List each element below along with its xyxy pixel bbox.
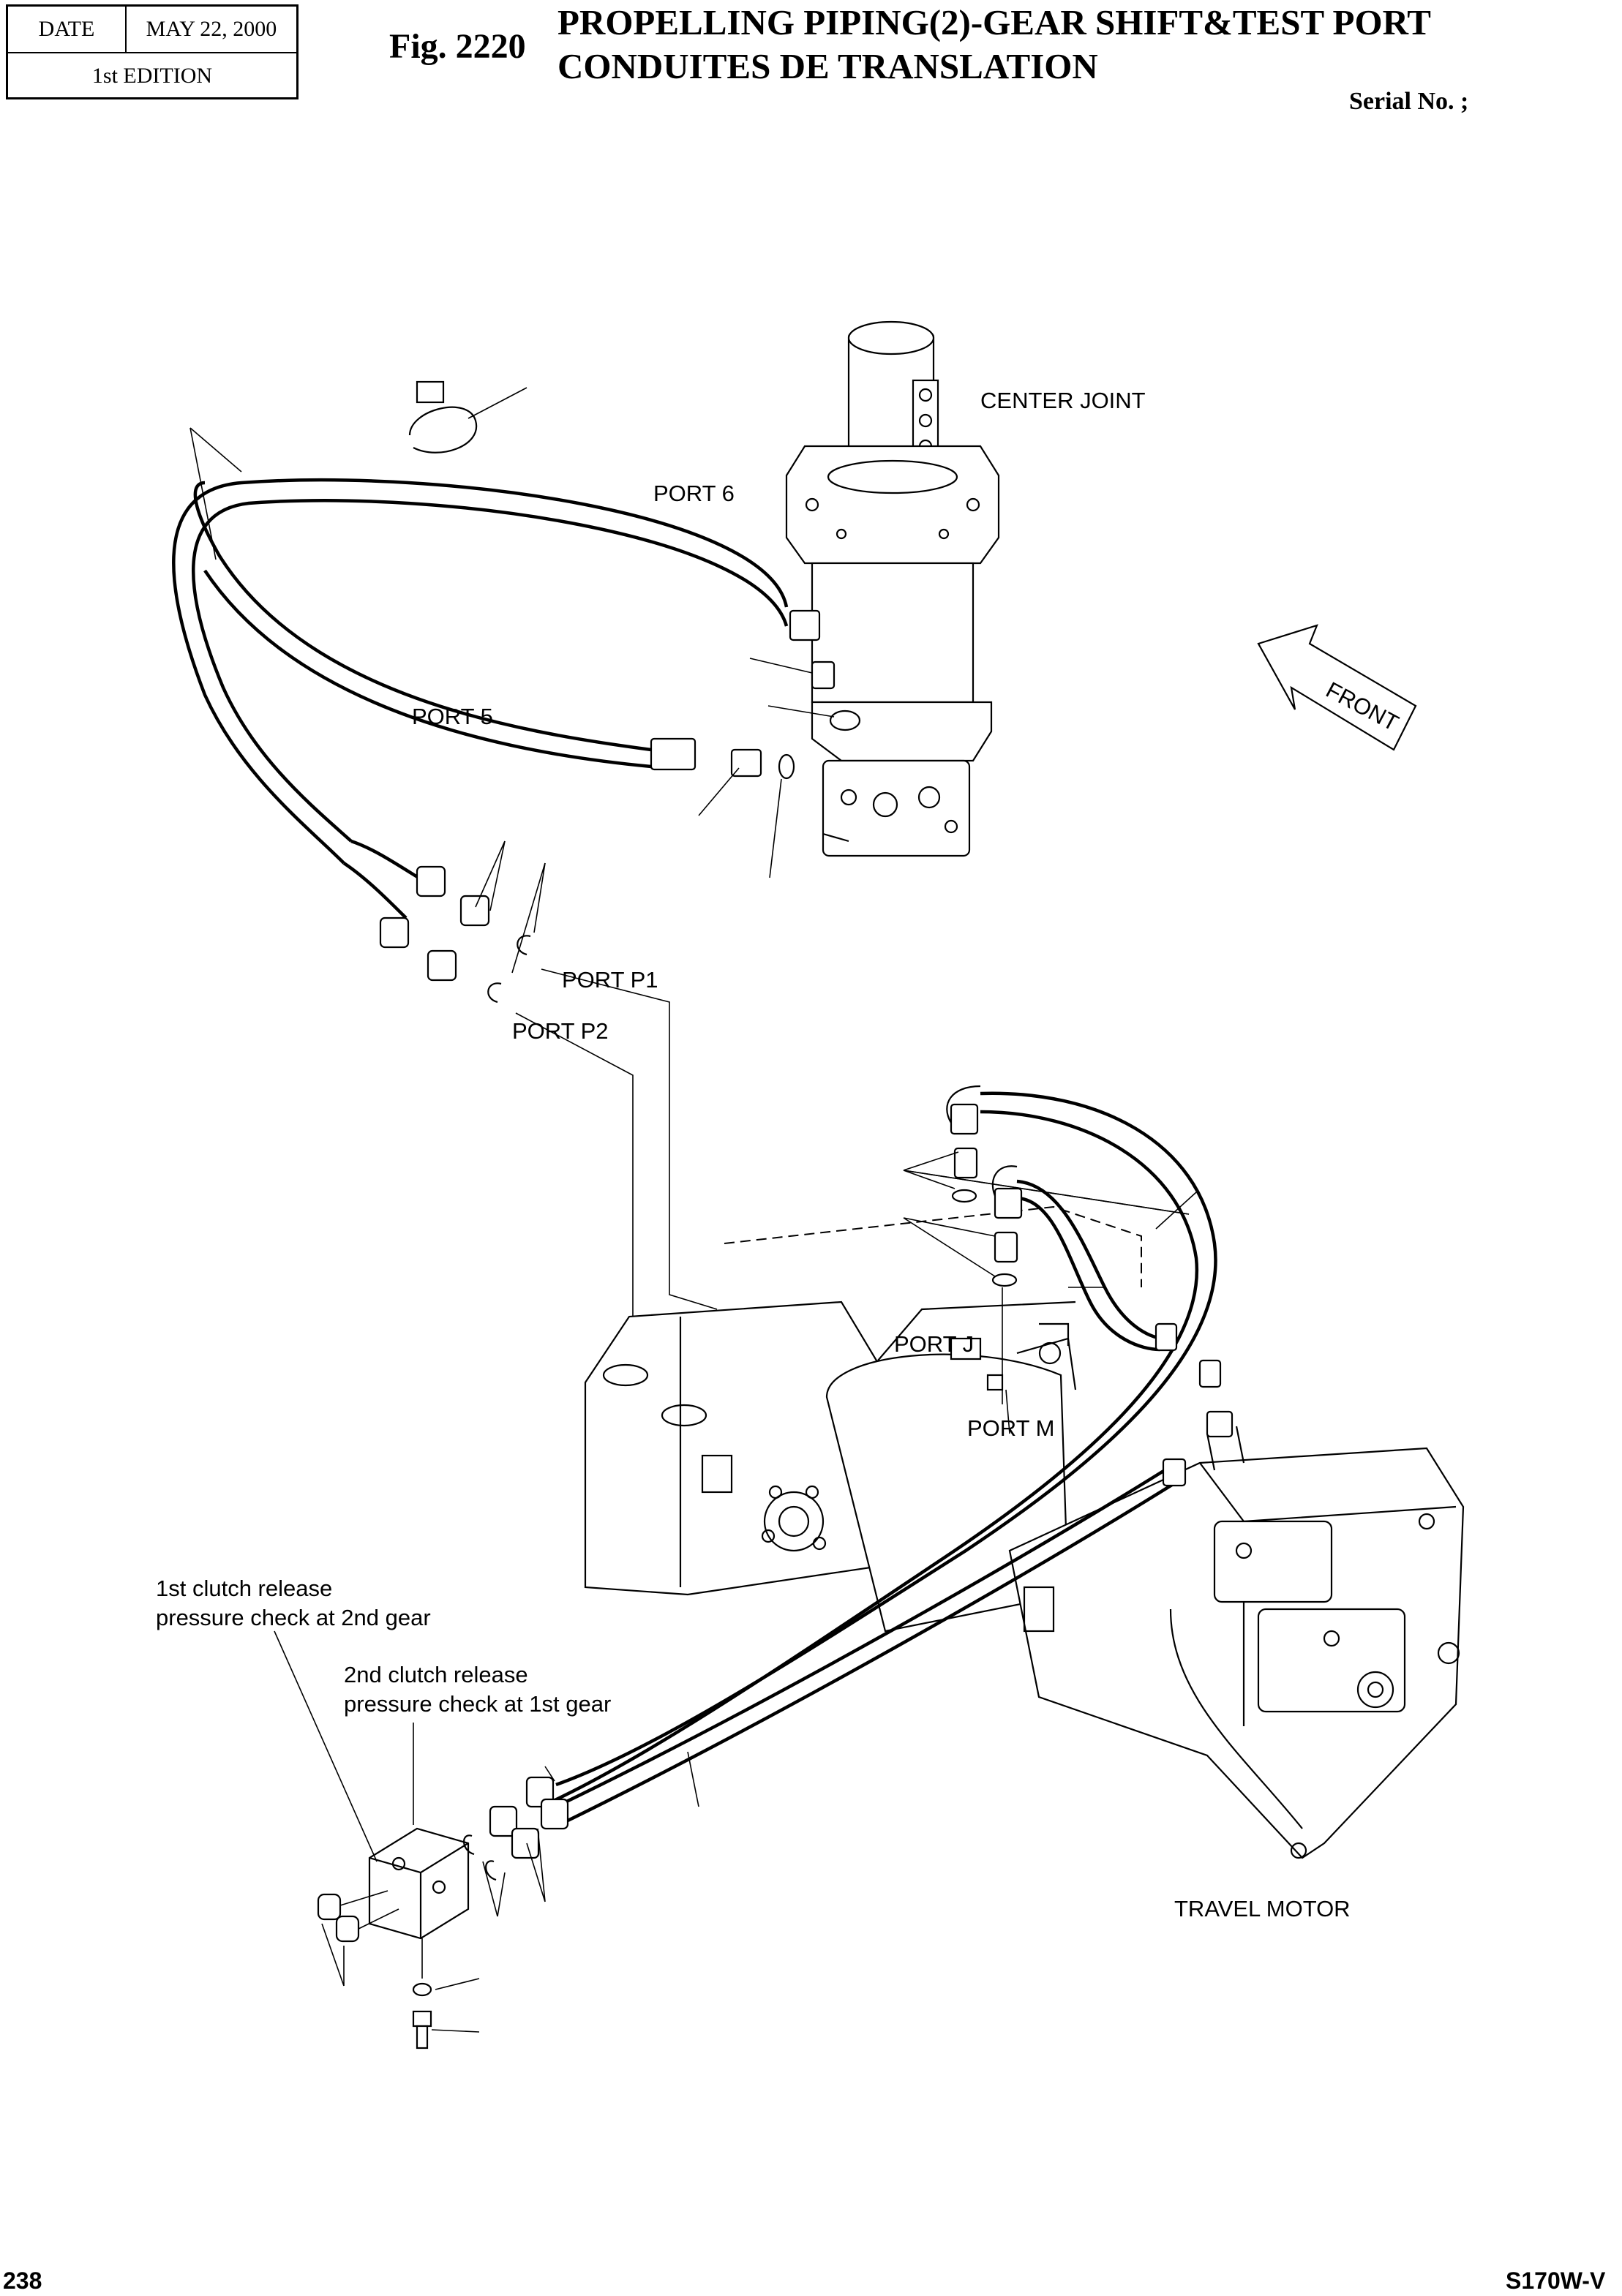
header-edition-row: 1st EDITION [8, 53, 296, 99]
figure-number: Fig. 2220 [389, 27, 526, 66]
label-clutch2-line2: pressure check at 1st gear [344, 1691, 611, 1717]
header-info-box: DATE MAY 22, 2000 1st EDITION [6, 4, 299, 99]
hose-clamp [408, 380, 527, 453]
label-port-p1: PORT P1 [562, 967, 658, 993]
label-port-j: PORT J [894, 1331, 974, 1357]
label-clutch2-line1: 2nd clutch release [344, 1662, 528, 1687]
test-port-block [274, 1630, 699, 2050]
date-value: MAY 22, 2000 [146, 17, 277, 41]
date-label: DATE [8, 7, 127, 52]
upper-hoses [172, 427, 861, 1339]
label-clutch1-line2: pressure check at 2nd gear [156, 1605, 431, 1630]
label-clutch1-line1: 1st clutch release [156, 1576, 332, 1601]
header-date-row: DATE MAY 22, 2000 [8, 7, 296, 53]
label-port-p2: PORT P2 [512, 1018, 609, 1044]
page-number: 238 [3, 2267, 42, 2294]
lower-hoses [548, 1085, 1234, 1825]
model-number: S170W-V [1506, 2267, 1606, 2294]
label-travel-motor: TRAVEL MOTOR [1174, 1896, 1351, 1922]
label-port-6: PORT 6 [653, 481, 735, 506]
title-line-1: PROPELLING PIPING(2)-GEAR SHIFT&TEST POR… [557, 2, 1431, 42]
label-center-joint: CENTER JOINT [980, 388, 1146, 413]
label-port-m: PORT M [967, 1415, 1054, 1441]
edition-label: 1st EDITION [91, 64, 213, 88]
center-joint [785, 320, 1000, 857]
label-port-5: PORT 5 [412, 704, 493, 729]
title-line-2: CONDUITES DE TRANSLATION [557, 46, 1098, 86]
front-arrow: FRONT [1257, 624, 1417, 751]
transmission [584, 1205, 1465, 1859]
serial-number: Serial No. ; [1349, 88, 1469, 115]
